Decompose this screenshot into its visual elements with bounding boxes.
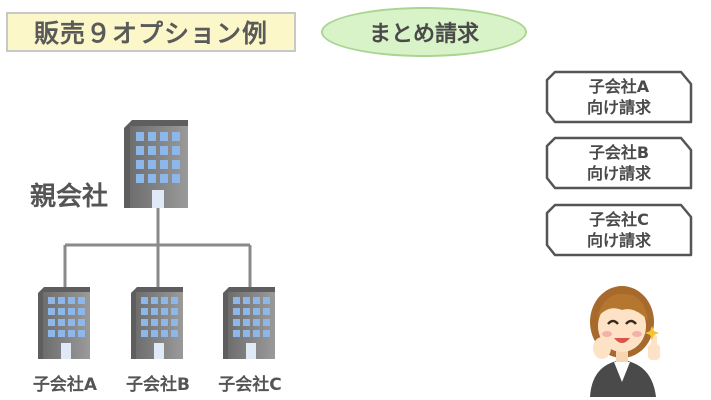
child-company-label-c: 子会社C (218, 375, 282, 395)
child-building-icon-a (38, 287, 90, 359)
org-connector-lines (63, 208, 252, 287)
invoice-tag-shape (545, 203, 693, 257)
invoice-tag-b: 子会社B 向け請求 (545, 136, 693, 190)
invoice-tag-c-line1: 子会社C (589, 210, 649, 229)
invoice-tag-shape (545, 70, 693, 124)
invoice-tag-a: 子会社A 向け請求 (545, 70, 693, 124)
child-company-label-b: 子会社B (126, 375, 190, 395)
parent-company-label: 親会社 (30, 182, 109, 212)
invoice-tag-c: 子会社C 向け請求 (545, 203, 693, 257)
invoice-tag-b-line2: 向け請求 (586, 164, 651, 183)
invoice-tag-a-line1: 子会社A (588, 77, 650, 96)
invoice-tag-a-line2: 向け請求 (586, 98, 651, 117)
child-building-icon-c (223, 287, 275, 359)
page-title: 販売９オプション例 (6, 12, 296, 52)
invoice-tag-b-line1: 子会社B (588, 143, 650, 162)
businesswoman-thumbs-up-icon (590, 286, 660, 397)
child-company-label-a: 子会社A (32, 375, 98, 395)
parent-building-icon (124, 120, 188, 208)
invoice-tag-c-line2: 向け請求 (586, 231, 651, 250)
consolidated-billing-badge: まとめ請求 (321, 7, 527, 57)
invoice-tag-shape (545, 136, 693, 190)
child-building-icon-b (131, 287, 183, 359)
